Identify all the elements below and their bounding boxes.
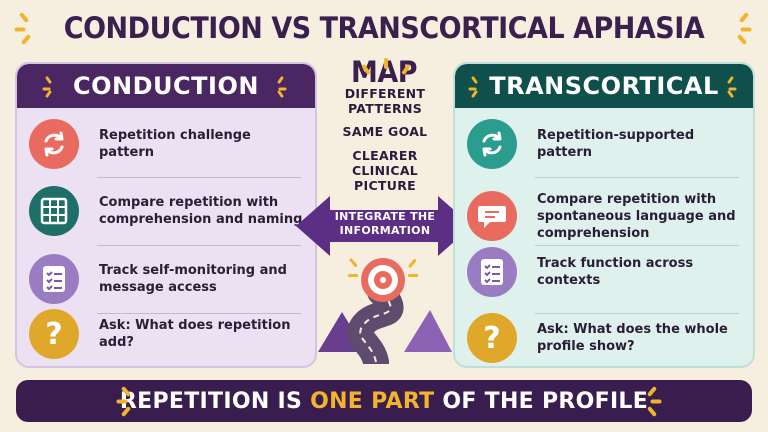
row-text: Ask: What does the whole profile show?	[537, 322, 728, 354]
refresh-icon	[467, 119, 517, 169]
transcortical-item-compare: Compare repetition with spontaneous lang…	[455, 182, 753, 250]
header-spark-icon	[717, 75, 737, 99]
center-spark-icon	[361, 58, 412, 80]
conduction-item-compare: Compare repetition with comprehension an…	[17, 177, 315, 245]
conduction-header: CONDUCTION	[17, 64, 315, 108]
row-text: Repetition-supported pattern	[537, 128, 695, 160]
center-text-same-goal: SAME GOAL	[342, 124, 428, 139]
divider	[97, 245, 301, 246]
transcortical-item-repetition: Repetition-supported pattern	[455, 110, 753, 178]
double-arrow-icon	[296, 196, 472, 256]
divider	[97, 313, 301, 314]
conduction-item-repetition: Repetition challenge pattern	[17, 110, 315, 178]
divider	[97, 177, 301, 178]
conduction-heading: CONDUCTION	[73, 72, 259, 100]
transcortical-header: TRANSCORTICAL	[455, 64, 753, 108]
center-text-different: DIFFERENT PATTERNS	[344, 86, 426, 116]
row-text: Repetition challenge pattern	[99, 128, 251, 160]
banner-after: OF THE PROFILE	[434, 388, 649, 414]
title-spark-right	[728, 10, 754, 45]
center-text-clearer: CLEARER CLINICAL PICTURE	[351, 148, 419, 193]
grid-icon	[29, 186, 79, 236]
question-icon: ?	[467, 313, 517, 363]
conduction-item-ask: ? Ask: What does repetition add?	[17, 300, 315, 366]
divider	[535, 245, 739, 246]
banner-highlight: ONE PART	[310, 388, 435, 414]
bottom-banner: REPETITION IS ONE PART OF THE PROFILE	[16, 380, 752, 422]
header-spark-icon	[267, 75, 287, 99]
transcortical-heading: TRANSCORTICAL	[489, 72, 719, 100]
target-road-icon	[318, 258, 452, 364]
row-text: Compare repetition with comprehension an…	[99, 195, 303, 227]
row-text: Ask: What does repetition add?	[99, 318, 291, 350]
speech-bubble-icon	[467, 191, 517, 241]
row-text: Track self-monitoring and message access	[99, 263, 287, 295]
transcortical-item-ask: ? Ask: What does the whole profile show?	[455, 304, 753, 366]
banner-spark-icon	[116, 386, 142, 417]
transcortical-item-track: Track function across contexts	[455, 238, 753, 306]
transcortical-panel: TRANSCORTICAL Repetition-supported patte…	[453, 62, 755, 368]
conduction-panel: CONDUCTION Repetition challenge pattern …	[15, 62, 317, 368]
header-spark-icon	[468, 75, 491, 99]
banner-spark-icon	[638, 386, 662, 417]
page-title: CONDUCTION VS TRANSCORTICAL APHASIA MAP	[63, 11, 705, 89]
row-text: Compare repetition with spontaneous lang…	[537, 191, 736, 241]
banner-text: REPETITION IS ONE PART OF THE PROFILE	[120, 389, 648, 414]
checklist-icon	[29, 254, 79, 304]
divider	[535, 177, 739, 178]
checklist-icon	[467, 247, 517, 297]
refresh-icon	[29, 119, 79, 169]
divider	[535, 313, 739, 314]
header-spark-icon	[42, 75, 65, 99]
integrate-label: INTEGRATE THE INFORMATION	[334, 210, 436, 237]
banner-before: REPETITION IS	[119, 388, 311, 414]
conduction-item-track: Track self-monitoring and message access	[17, 245, 315, 313]
question-icon: ?	[29, 309, 79, 359]
row-text: Track function across contexts	[537, 256, 694, 288]
